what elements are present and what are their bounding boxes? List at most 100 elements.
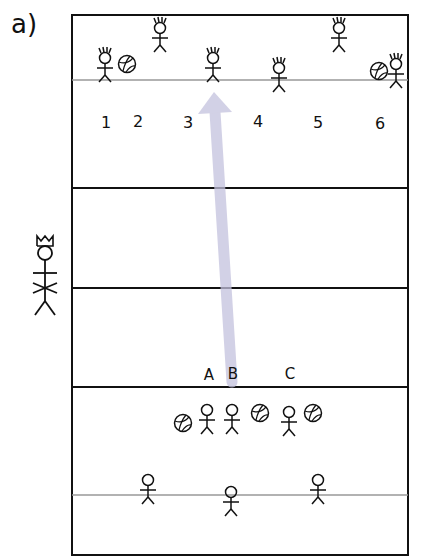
player-figure [280, 57, 282, 63]
player-figure [274, 63, 285, 74]
ball-seam [259, 415, 268, 421]
back-line [72, 79, 408, 81]
position-number: 1 [101, 115, 111, 131]
player-figure [273, 85, 279, 92]
ball [119, 56, 136, 73]
coach-figure [44, 260, 46, 301]
player-figure [155, 23, 166, 34]
zone-line [72, 287, 408, 289]
player-figure [147, 486, 149, 498]
zone-line [72, 386, 408, 388]
player-figure [152, 37, 168, 39]
back-line [72, 494, 408, 496]
player-figure [207, 75, 213, 82]
coach-figure [33, 283, 57, 293]
zone-line [72, 187, 408, 189]
player-figure [230, 498, 232, 510]
player-figure [202, 405, 213, 416]
player-figure [333, 45, 339, 52]
player-figure [232, 427, 238, 434]
player-figure [201, 427, 207, 434]
player-figure [161, 17, 163, 23]
coach-figure [33, 272, 57, 274]
player-figure [337, 17, 338, 23]
player-figure [388, 73, 404, 75]
player-figure [207, 48, 209, 53]
ball [371, 63, 388, 80]
player-figure [104, 64, 106, 76]
player-figure [289, 429, 295, 436]
player-figure [100, 53, 111, 64]
player-figure [154, 18, 156, 23]
player-figure [396, 81, 402, 88]
position-number: 6 [375, 116, 385, 132]
player-figure [208, 53, 219, 64]
player-figure [105, 75, 111, 82]
coach-figure [35, 301, 45, 315]
player-figure [226, 427, 232, 434]
player-figure [217, 48, 219, 53]
player-figure [164, 18, 166, 23]
player-figure [140, 489, 156, 491]
coach-figure [45, 301, 55, 315]
player-figure [106, 47, 108, 53]
player-figure [391, 59, 402, 70]
ball [175, 415, 192, 432]
player-figure [160, 45, 166, 52]
position-number: 4 [253, 114, 263, 130]
player-figure [231, 416, 233, 428]
player-figure [109, 48, 111, 53]
player-figure [331, 37, 347, 39]
position-number: 3 [183, 115, 193, 131]
player-figure [143, 475, 154, 486]
player-figure [225, 509, 231, 516]
player-figure [205, 67, 221, 69]
player-figure [159, 34, 161, 46]
player-figure [224, 419, 240, 421]
player-figure [271, 77, 287, 79]
player-letter: A [204, 368, 214, 383]
player-figure [211, 47, 212, 53]
position-number: 2 [133, 114, 143, 130]
crown [37, 236, 53, 246]
player-figure [283, 58, 285, 63]
ball-seam [126, 66, 135, 72]
player-figure [397, 53, 399, 59]
player-figure [288, 418, 290, 430]
player-figure [340, 17, 342, 23]
player-figure [339, 45, 345, 52]
panel-letter: a) [11, 11, 37, 37]
player-figure [390, 81, 396, 88]
player-figure [394, 53, 395, 59]
player-figure [227, 405, 238, 416]
player-figure [278, 74, 280, 86]
ball [252, 405, 269, 422]
player-figure [207, 427, 213, 434]
player-figure [317, 486, 319, 498]
player-figure [390, 54, 392, 59]
court-outline [72, 15, 408, 555]
ball-seam [182, 425, 191, 431]
player-figure [395, 70, 397, 82]
player-figure [283, 429, 289, 436]
ball-seam [378, 73, 387, 79]
player-figure [158, 17, 159, 23]
player-letter: C [285, 367, 295, 382]
throw-arrow [198, 92, 232, 382]
ball [305, 405, 322, 422]
player-figure [318, 497, 324, 504]
player-figure [284, 407, 295, 418]
player-figure [277, 57, 278, 63]
player-figure [313, 475, 324, 486]
player-figure [206, 416, 208, 428]
player-figure [223, 501, 239, 503]
player-figure [148, 497, 154, 504]
player-figure [142, 497, 148, 504]
player-figure [212, 64, 214, 76]
player-figure [154, 45, 160, 52]
player-figure [273, 58, 275, 63]
player-figure [99, 48, 101, 53]
player-figure [312, 497, 318, 504]
